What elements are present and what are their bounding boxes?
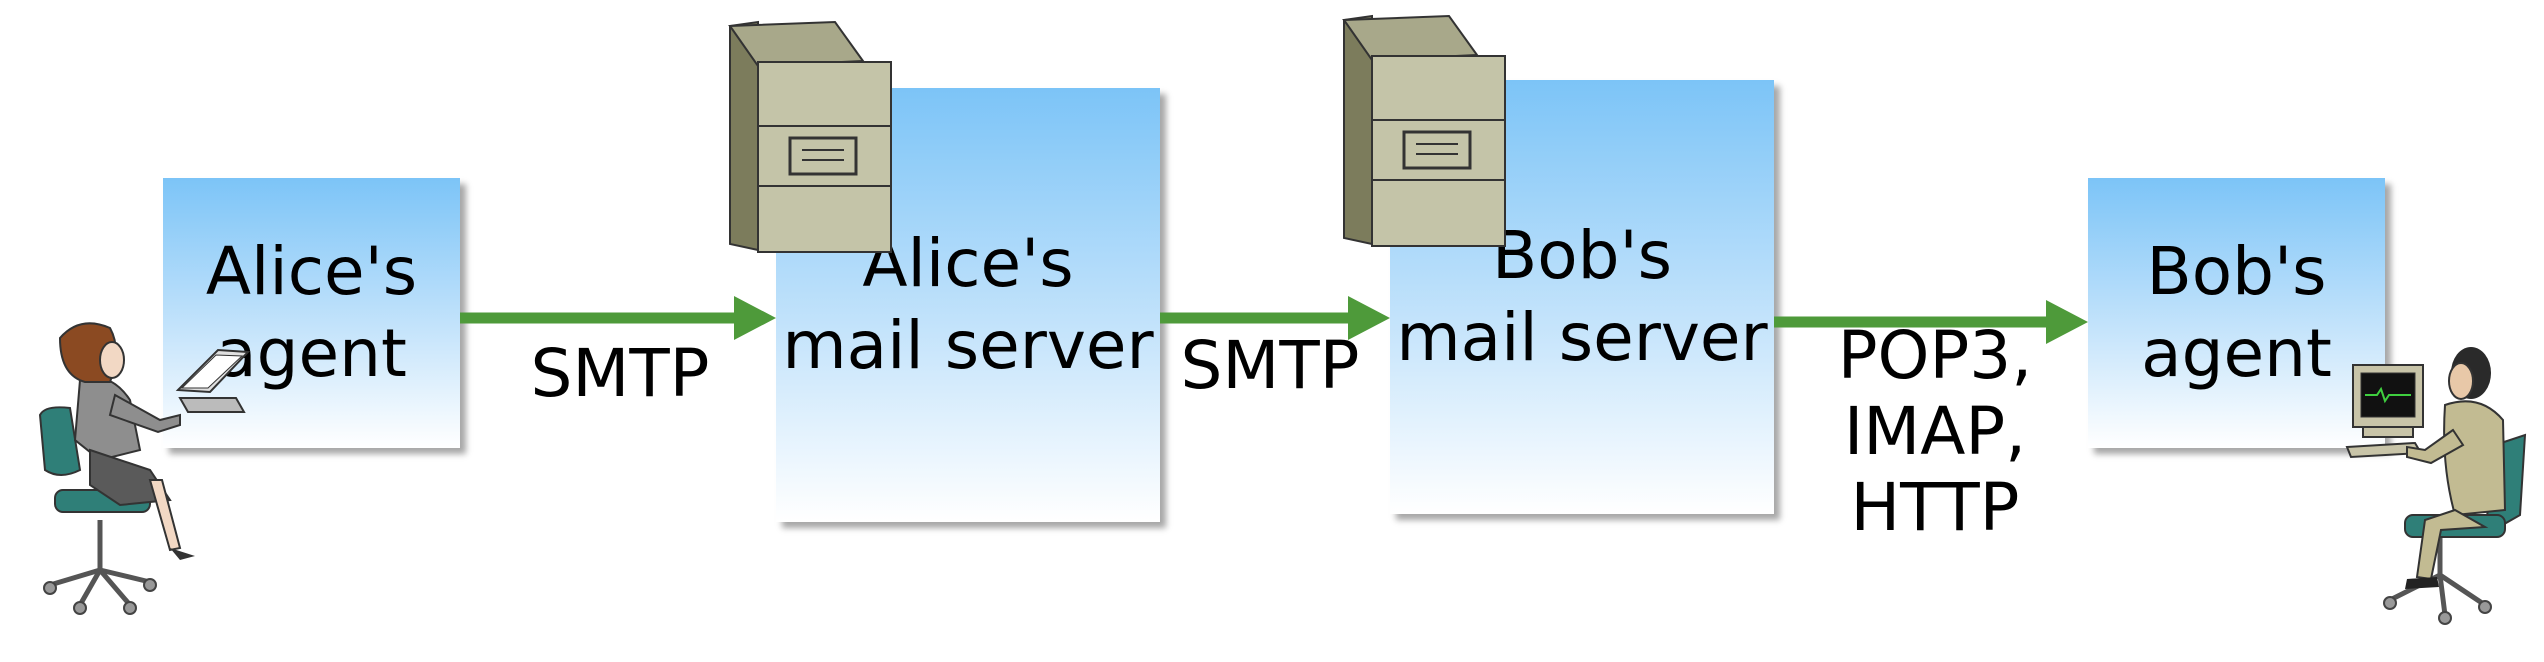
server-cabinet-icon — [728, 20, 892, 253]
retrieval-protocols-label: POP3, IMAP, HTTP — [1820, 318, 2050, 546]
woman-at-laptop-icon — [38, 322, 251, 615]
bob-server-line1: Bob's — [1491, 216, 1673, 294]
server-cabinet-icon — [1342, 14, 1506, 247]
smtp-label-1: SMTP — [530, 335, 710, 412]
arrow-alice-agent-to-server — [460, 296, 776, 340]
alice-server-line1: Alice's — [862, 224, 1074, 302]
protocol-pop3: POP3, — [1837, 317, 2033, 394]
bob-agent-line1: Bob's — [2146, 232, 2327, 310]
bob-agent-line2: agent — [2141, 315, 2332, 392]
protocol-imap: IMAP, — [1843, 392, 2027, 470]
arrow-server-to-server — [1160, 296, 1390, 340]
alice-agent-line1: Alice's — [205, 232, 418, 310]
smtp-label-2: SMTP — [1180, 327, 1360, 404]
bob-server-line2: mail server — [1396, 299, 1768, 376]
bob-agent-box: Bob's agent — [2088, 178, 2385, 448]
protocol-http: HTTP — [1850, 468, 2020, 546]
alice-mail-server-box: Alice's mail server — [776, 88, 1160, 522]
arrow-bob-server-to-agent — [1774, 300, 2088, 344]
alice-server-line2: mail server — [782, 307, 1154, 384]
man-at-computer-icon — [2345, 347, 2527, 625]
